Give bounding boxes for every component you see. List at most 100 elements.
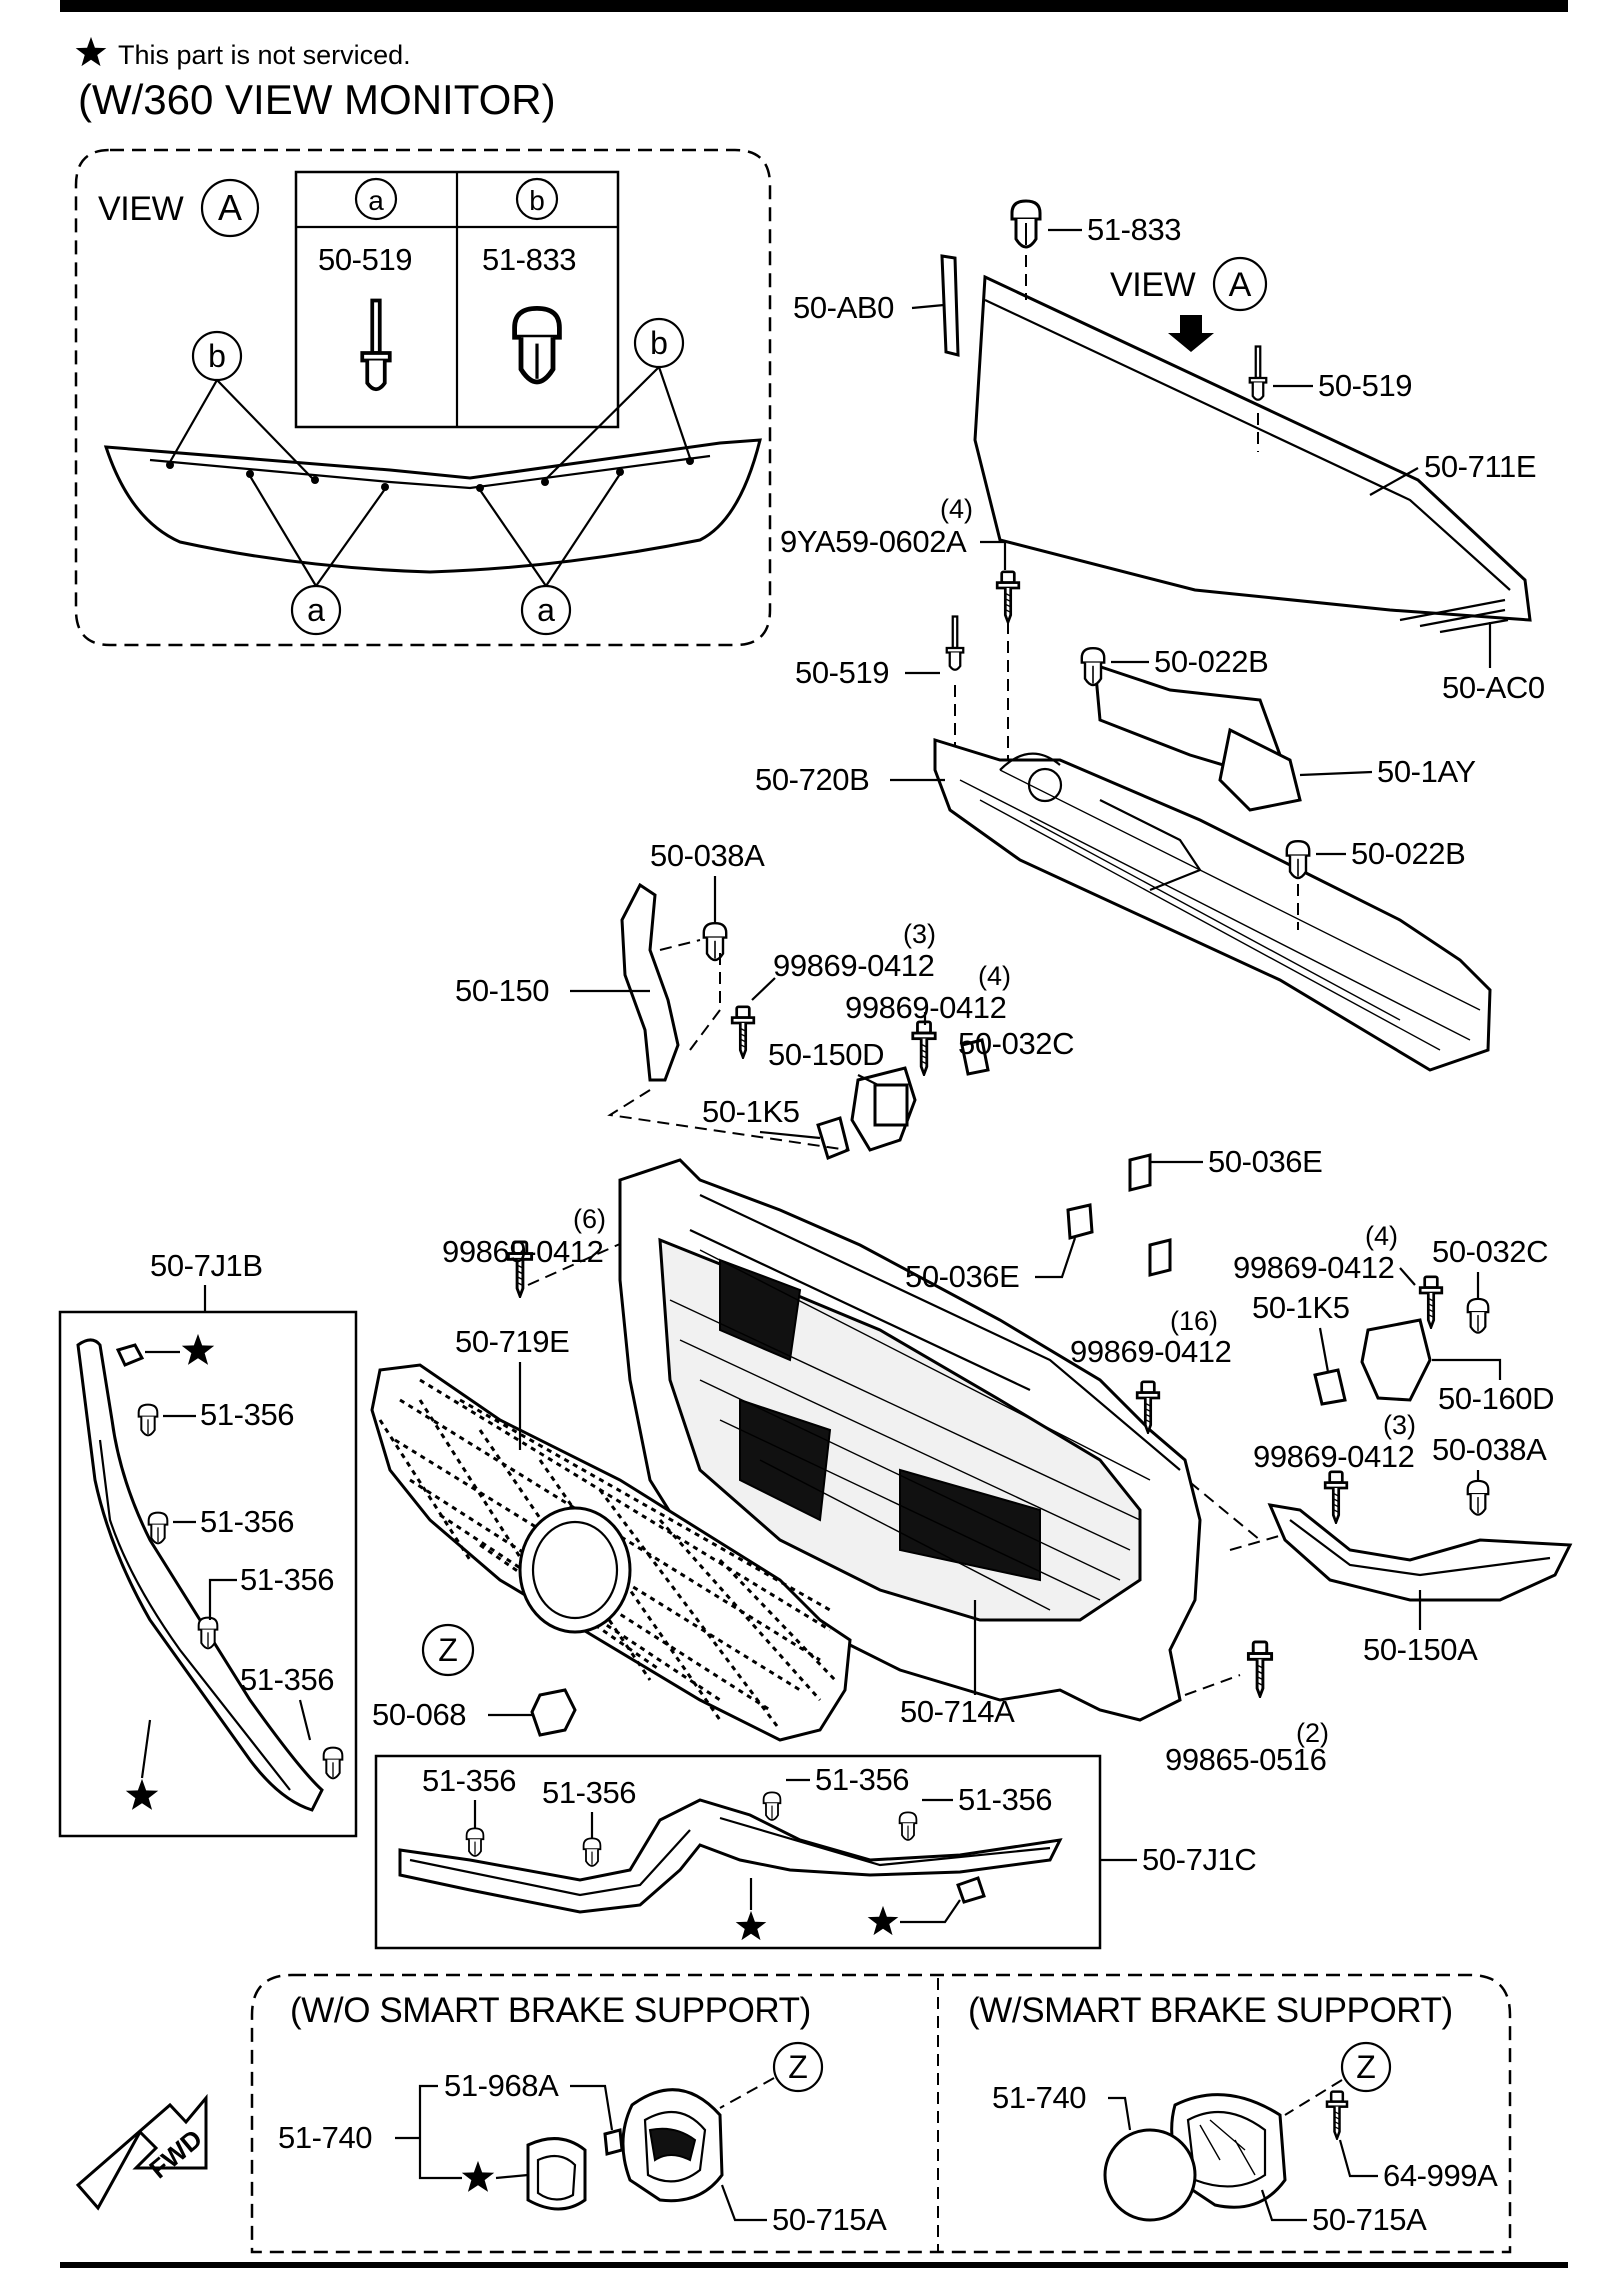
clip-51-356-e-icon xyxy=(465,1827,485,1858)
qty-99869-5: (16) xyxy=(1170,1306,1218,1336)
qty-99869-2: (4) xyxy=(978,961,1011,991)
label-50-150a: 50-150A xyxy=(1363,1632,1478,1667)
label-50-715a-wo-sbs: 50-715A xyxy=(772,2202,887,2237)
label-99865-0516: 99865-0516 xyxy=(1165,1742,1327,1777)
upper-shroud-assembly: 51-833 50-AB0 VIEW A 50-519 50-711E 50-A… xyxy=(793,199,1545,705)
label-50-ab0: 50-AB0 xyxy=(793,290,894,325)
label-50-720b: 50-720B xyxy=(755,762,869,797)
clip-51-356-h-icon xyxy=(898,1811,918,1842)
label-9ya59-0602a: 9YA59-0602A xyxy=(780,524,967,559)
bolt-99865-icon xyxy=(1246,1640,1274,1698)
label-50-719e: 50-719E xyxy=(455,1324,569,1359)
panel-title-wo-sbs: (W/O SMART BRAKE SUPPORT) xyxy=(290,1991,811,2030)
pin-50-519-icon xyxy=(1248,345,1268,402)
clip-51-356-d-icon xyxy=(322,1746,344,1780)
table-part-51-833: 51-833 xyxy=(482,242,576,277)
bolt-64-999a-icon xyxy=(1325,2090,1349,2140)
label-50-715a-w-sbs: 50-715A xyxy=(1312,2202,1427,2237)
clip-50-038a-right-icon xyxy=(1466,1479,1490,1516)
qty-99869-4: (4) xyxy=(1365,1221,1398,1251)
label-50-068: 50-068 xyxy=(372,1697,466,1732)
view-a-marker-b-left: b xyxy=(208,338,226,374)
view-z-marker-wo-sbs: Z xyxy=(788,2049,808,2085)
clip-50-038a-left-icon xyxy=(702,921,728,962)
clip-51-356-a-icon xyxy=(137,1403,159,1437)
label-51-356-e: 51-356 xyxy=(422,1763,516,1798)
label-50-038a-left: 50-038A xyxy=(650,838,765,873)
label-50-032c-left: 50-032C xyxy=(958,1026,1074,1061)
label-50-1k5-left: 50-1K5 xyxy=(702,1094,800,1129)
label-99869-0412-5: 99869-0412 xyxy=(1070,1334,1232,1369)
label-99869-0412-4: 99869-0412 xyxy=(1233,1250,1395,1285)
trim-50-7j1c-panel: 51-356 51-356 51-356 51-356 50-7J1C xyxy=(374,1754,1257,1950)
clip-51-356-f-icon xyxy=(582,1837,602,1868)
clip-51-356-c-icon xyxy=(197,1616,219,1650)
label-50-022b-1: 50-022B xyxy=(1154,644,1268,679)
view-a-marker-a-left: a xyxy=(307,592,325,628)
qty-99869-6: (3) xyxy=(1383,1410,1416,1440)
label-50-714a: 50-714A xyxy=(900,1694,1015,1729)
label-50-150d: 50-150D xyxy=(768,1037,884,1072)
black-star-icon xyxy=(461,2160,495,2192)
view-a-title: VIEW xyxy=(98,190,184,228)
view-a-letter: A xyxy=(218,187,242,228)
label-50-7j1c: 50-7J1C xyxy=(1142,1842,1256,1877)
bolt-99869-6-icon xyxy=(1323,1470,1349,1524)
clip-51-356-g-icon xyxy=(762,1791,782,1822)
pin-fastener-icon xyxy=(362,301,390,390)
label-51-356-d: 51-356 xyxy=(240,1662,334,1697)
pin-50-519-mid-icon xyxy=(945,615,965,672)
label-51-356-a: 51-356 xyxy=(200,1397,294,1432)
label-51-740-wo-sbs: 51-740 xyxy=(278,2120,372,2155)
label-50-519-top: 50-519 xyxy=(1318,368,1412,403)
down-arrow-icon xyxy=(1168,315,1214,352)
label-50-7j1b: 50-7J1B xyxy=(150,1248,263,1283)
label-50-ac0: 50-AC0 xyxy=(1442,670,1545,705)
label-51-356-h: 51-356 xyxy=(958,1782,1052,1817)
label-51-356-g: 51-356 xyxy=(815,1762,909,1797)
bolt-99869-4-icon xyxy=(1418,1275,1444,1329)
table-marker-b: b xyxy=(529,185,545,216)
left-camera-bracket-assembly: (4) 99869-0412 50-150D 50-032C 50-1K5 xyxy=(702,961,1075,1161)
clip-fastener-icon xyxy=(515,308,560,382)
bolt-99869-1-icon xyxy=(730,1005,756,1059)
radiator-support-assembly: (4) 9YA59-0602A 50-519 50-022B 50-720B 5… xyxy=(755,494,1492,1072)
bottom-rule xyxy=(60,2262,1568,2268)
top-rule xyxy=(60,0,1568,12)
label-99869-0412-6: 99869-0412 xyxy=(1253,1439,1415,1474)
left-bracket-assembly: 50-038A (3) 99869-0412 50-150 xyxy=(455,838,936,1082)
label-50-150: 50-150 xyxy=(455,973,549,1008)
table-marker-a: a xyxy=(368,185,384,216)
label-99869-0412-3: 99869-0412 xyxy=(442,1234,604,1269)
label-50-036e-2: 50-036E xyxy=(905,1259,1019,1294)
not-serviced-note: This part is not serviced. xyxy=(118,40,411,70)
label-50-519-mid: 50-519 xyxy=(795,655,889,690)
label-50-038a-right: 50-038A xyxy=(1432,1432,1547,1467)
label-view-a-top-letter: A xyxy=(1229,266,1252,304)
page-title: (W/360 VIEW MONITOR) xyxy=(78,76,556,123)
label-50-036e-1: 50-036E xyxy=(1208,1144,1322,1179)
label-51-356-b: 51-356 xyxy=(200,1504,294,1539)
trim-50-7j1b-panel: 50-7J1B 51-356 51-356 51-356 51-356 xyxy=(58,1248,358,1838)
view-z-marker-main: Z xyxy=(438,1632,458,1668)
clip-51-833-icon xyxy=(1010,199,1042,249)
clip-50-022b-1-icon xyxy=(1080,646,1106,687)
clip-50-022b-2-icon xyxy=(1285,839,1311,880)
label-51-740-w-sbs: 51-740 xyxy=(992,2080,1086,2115)
qty-9ya59: (4) xyxy=(940,494,973,524)
label-51-356-f: 51-356 xyxy=(542,1775,636,1810)
view-a-marker-b-right: b xyxy=(650,325,668,361)
black-star-icon xyxy=(735,1910,767,1941)
view-a-panel: VIEW A a b 50-519 51-833 b b a a xyxy=(74,148,772,647)
view-a-marker-a-right: a xyxy=(537,592,555,628)
label-51-833-top: 51-833 xyxy=(1087,212,1181,247)
emblem-options-panel: (W/O SMART BRAKE SUPPORT) (W/SMART BRAKE… xyxy=(75,1973,1512,2254)
bolt-9ya59-icon xyxy=(995,570,1021,624)
label-50-022b-2: 50-022B xyxy=(1351,836,1465,871)
label-50-1k5-right: 50-1K5 xyxy=(1252,1290,1350,1325)
qty-99869-3: (6) xyxy=(573,1204,606,1234)
label-64-999a: 64-999A xyxy=(1383,2158,1498,2193)
label-view-a-top: VIEW xyxy=(1110,266,1196,304)
clip-50-032c-right-icon xyxy=(1466,1297,1490,1334)
